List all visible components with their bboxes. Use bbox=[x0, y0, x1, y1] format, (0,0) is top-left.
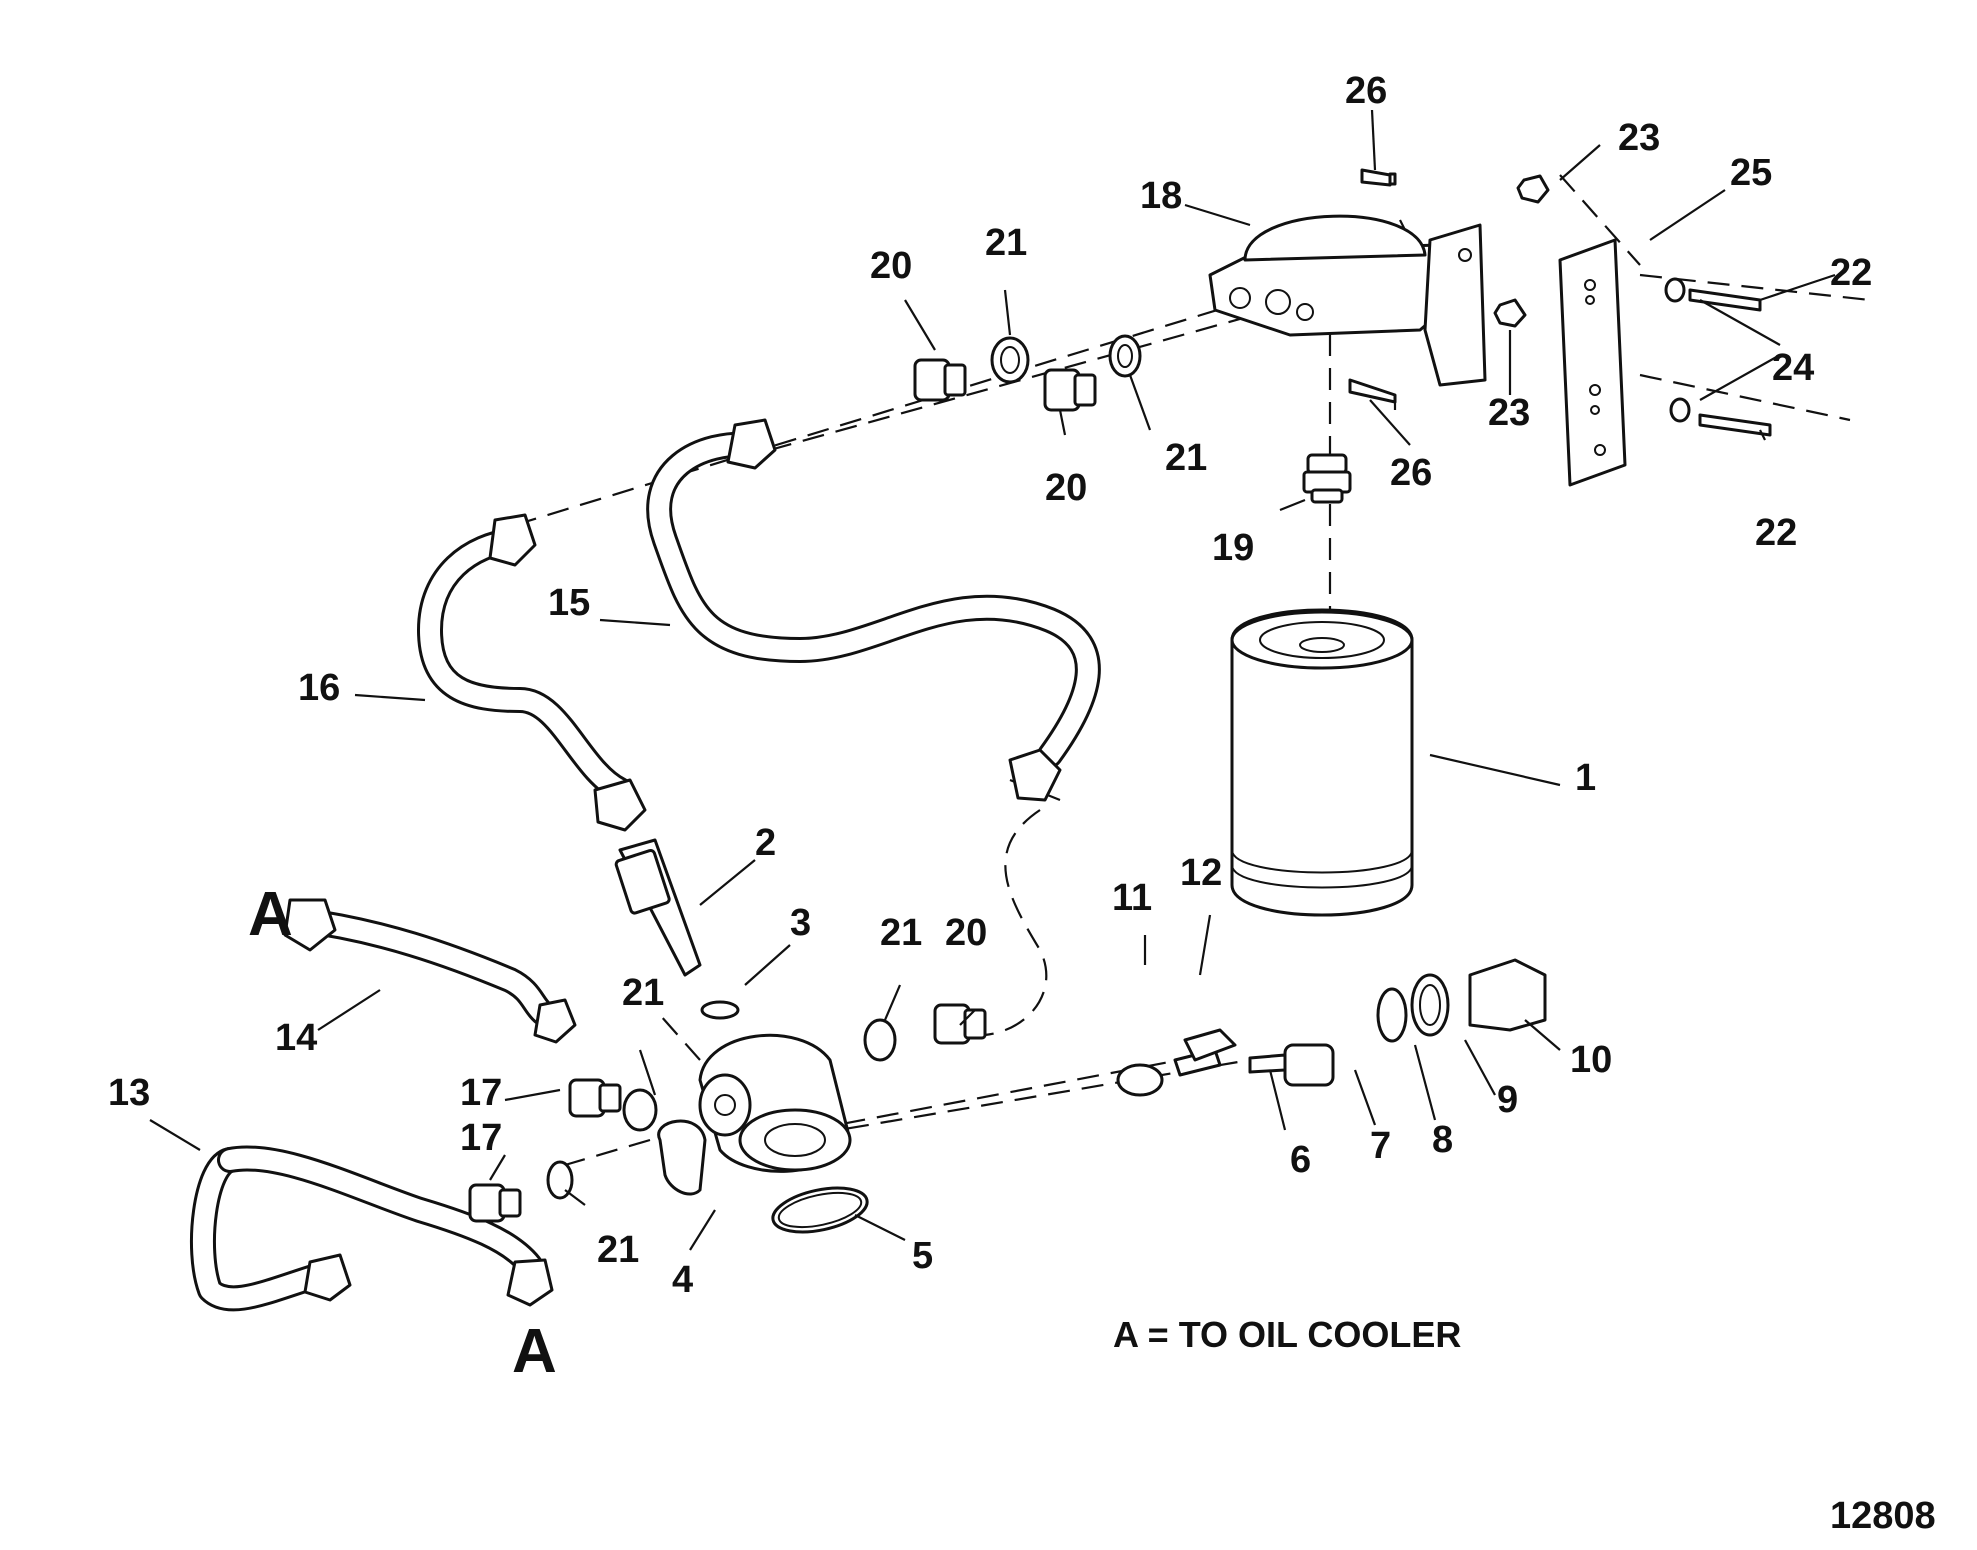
callout-1: 1 bbox=[1575, 757, 1596, 799]
callout-21e: 21 bbox=[597, 1229, 639, 1271]
callout-21d: 21 bbox=[622, 972, 664, 1014]
document-number: 12808 bbox=[1830, 1495, 1936, 1537]
callout-7: 7 bbox=[1370, 1125, 1391, 1167]
oil-filter-part bbox=[1230, 608, 1414, 917]
callout-16: 16 bbox=[298, 667, 340, 709]
callout-25: 25 bbox=[1730, 152, 1772, 194]
callout-10: 10 bbox=[1570, 1039, 1612, 1081]
callout-17b: 17 bbox=[460, 1117, 502, 1159]
callout-22b: 22 bbox=[1755, 512, 1797, 554]
callout-5: 5 bbox=[912, 1235, 933, 1277]
callout-21c: 21 bbox=[880, 912, 922, 954]
callout-labels: 1 2 3 4 5 6 7 8 9 10 11 12 13 14 15 16 1… bbox=[108, 70, 1872, 1301]
marker-a-lower: A bbox=[512, 1317, 557, 1386]
callout-3: 3 bbox=[790, 902, 811, 944]
callout-20b: 20 bbox=[1045, 467, 1087, 509]
callout-23b: 23 bbox=[1488, 392, 1530, 434]
callout-12: 12 bbox=[1180, 852, 1222, 894]
callout-11: 11 bbox=[1112, 877, 1152, 919]
nipple-fitting-part bbox=[1302, 453, 1352, 504]
callout-9: 9 bbox=[1497, 1079, 1518, 1121]
callout-20a: 20 bbox=[870, 245, 912, 287]
lower-fittings bbox=[468, 1003, 987, 1223]
callout-21a: 21 bbox=[985, 222, 1027, 264]
callout-17a: 17 bbox=[460, 1072, 502, 1114]
callout-4: 4 bbox=[672, 1259, 693, 1301]
callout-13: 13 bbox=[108, 1072, 150, 1114]
callout-15: 15 bbox=[548, 582, 590, 624]
hose-14-part bbox=[283, 898, 577, 1044]
callout-22a: 22 bbox=[1830, 252, 1872, 294]
o-ring-part bbox=[771, 1186, 869, 1234]
callout-21b: 21 bbox=[1165, 437, 1207, 479]
callout-19: 19 bbox=[1212, 527, 1254, 569]
filter-adapter-body-part bbox=[657, 1033, 852, 1196]
hose-13-part bbox=[189, 1145, 554, 1312]
marker-a-upper: A bbox=[248, 880, 293, 949]
callout-20c: 20 bbox=[945, 912, 987, 954]
hose-16-part bbox=[417, 513, 647, 832]
bracket-plate-part bbox=[1558, 238, 1627, 487]
callout-2: 2 bbox=[755, 822, 776, 864]
callout-23a: 23 bbox=[1618, 117, 1660, 159]
upper-fittings bbox=[913, 334, 1142, 412]
callout-18: 18 bbox=[1140, 175, 1182, 217]
callout-8: 8 bbox=[1432, 1119, 1453, 1161]
callout-26a: 26 bbox=[1345, 70, 1387, 112]
callout-14: 14 bbox=[275, 1017, 317, 1059]
valve-parts bbox=[1116, 958, 1547, 1097]
callout-6: 6 bbox=[1290, 1139, 1311, 1181]
adapter-part bbox=[614, 838, 740, 1020]
fastener-parts bbox=[1348, 168, 1772, 437]
callout-26b: 26 bbox=[1390, 452, 1432, 494]
filter-head-part bbox=[1208, 214, 1487, 387]
callout-24: 24 bbox=[1772, 347, 1814, 389]
leader-lines bbox=[149, 109, 1836, 1251]
legend-note: A = TO OIL COOLER bbox=[1113, 1314, 1461, 1355]
hose-15-part bbox=[646, 418, 1101, 802]
